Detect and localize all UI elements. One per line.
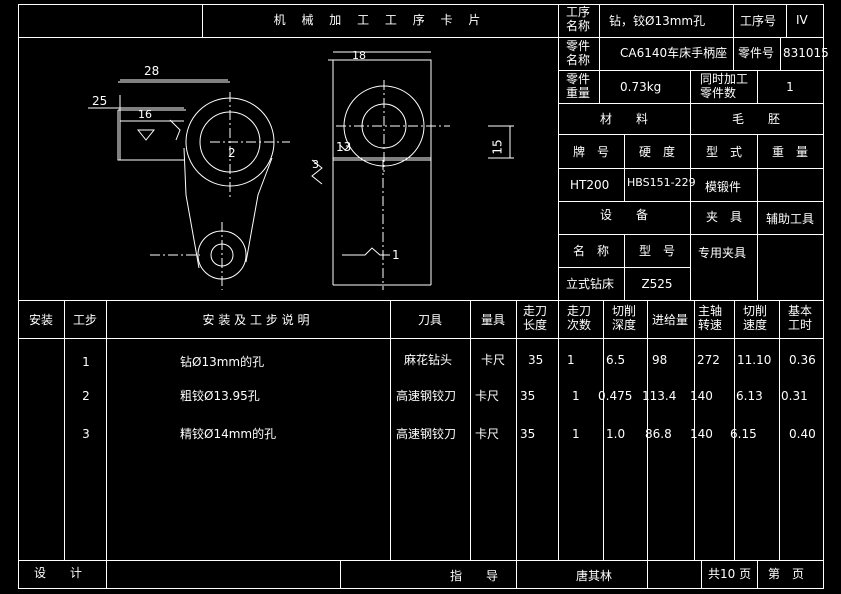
cell-tool: 高速钢铰刀 <box>396 427 457 441</box>
part-drawing-side-view <box>311 51 514 290</box>
material-label: 材 料 <box>599 112 649 126</box>
dimension-15: 15 <box>490 139 505 155</box>
blank-label: 毛 胚 <box>731 112 781 126</box>
cell-depth: 6.5 <box>606 353 626 367</box>
cell-step: 1 <box>82 355 90 369</box>
cell-stroke-length: 35 <box>520 389 536 403</box>
total-pages: 共10 页 <box>708 567 752 581</box>
op-name-label: 工序名称 <box>566 5 591 33</box>
col-base-time: 基本工时 <box>788 304 813 332</box>
cell-depth: 1.0 <box>606 427 626 441</box>
cell-base-time: 0.36 <box>789 353 816 367</box>
cell-base-time: 0.31 <box>781 389 808 403</box>
cell-speed: 272 <box>697 353 720 367</box>
dimension-16: 16 <box>138 108 152 121</box>
design-label: 设 计 <box>34 566 83 580</box>
cell-cut-speed: 6.13 <box>736 389 763 403</box>
op-name: 钻，铰Ø13mm孔 <box>609 14 706 28</box>
aux-tool-label: 辅助工具 <box>765 212 815 226</box>
part-weight: 0.73kg <box>620 80 662 94</box>
cell-desc: 粗铰Ø13.95孔 <box>180 389 260 403</box>
dimension-13: 13 <box>336 140 352 154</box>
cell-cut-speed: 11.10 <box>737 353 772 367</box>
cell-feed: 86.8 <box>645 427 672 441</box>
dimension-28: 28 <box>144 64 160 78</box>
guide-name: 唐其林 <box>576 569 613 583</box>
cell-step: 2 <box>82 389 90 403</box>
col-description: 安 装 及 工 步 说 明 <box>202 313 310 327</box>
col-feed: 进给量 <box>651 313 689 327</box>
col-stroke-count: 走刀次数 <box>567 304 592 332</box>
cell-stroke-count: 1 <box>572 389 580 403</box>
col-gauge: 量具 <box>480 313 506 327</box>
hardness-value: HBS151-229 <box>627 176 696 189</box>
cell-depth: 0.475 <box>598 389 633 403</box>
form-value: 模锻件 <box>705 180 742 194</box>
cell-stroke-length: 35 <box>528 353 544 367</box>
label-1: 1 <box>392 248 400 262</box>
cell-stroke-count: 1 <box>567 353 575 367</box>
cell-gauge: 卡尺 <box>475 427 500 441</box>
cell-speed: 140 <box>690 389 713 403</box>
hardness-label: 硬 度 <box>638 145 676 159</box>
page-label: 第 页 <box>768 567 805 581</box>
cell-speed: 140 <box>690 427 713 441</box>
cell-feed: 98 <box>652 353 668 367</box>
cell-tool: 高速钢铰刀 <box>396 389 457 403</box>
col-step: 工步 <box>72 313 98 327</box>
part-name-label: 零件名称 <box>566 39 591 67</box>
col-cut-speed: 切削速度 <box>743 304 768 332</box>
cell-cut-speed: 6.15 <box>730 427 757 441</box>
fixture-label: 夹 具 <box>705 210 743 224</box>
cell-desc: 钻Ø13mm的孔 <box>180 355 265 369</box>
cell-tool: 麻花钻头 <box>404 353 453 367</box>
fixture-value: 专用夹具 <box>698 246 747 260</box>
equip-model-value: Z525 <box>641 277 673 291</box>
grade-label: 牌 号 <box>572 145 610 159</box>
part-no: 831015 <box>783 46 829 60</box>
simultaneous-count: 1 <box>786 80 794 94</box>
col-stroke-length: 走刀长度 <box>523 304 548 332</box>
part-weight-label: 零件重量 <box>566 72 591 100</box>
col-tool: 刀具 <box>417 313 443 327</box>
part-name: CA6140车床手柄座 <box>620 46 728 60</box>
cell-stroke-count: 1 <box>572 427 580 441</box>
cell-base-time: 0.40 <box>789 427 816 441</box>
equip-name-value: 立式钻床 <box>566 277 615 291</box>
equip-model-label: 型 号 <box>638 244 676 258</box>
op-no-label: 工序号 <box>740 14 777 28</box>
col-cut-depth: 切削深度 <box>612 304 637 332</box>
op-no: IV <box>796 13 808 27</box>
dimension-25: 25 <box>92 94 108 108</box>
cell-step: 3 <box>82 427 90 441</box>
cell-desc: 精铰Ø14mm的孔 <box>180 427 277 441</box>
cell-stroke-length: 35 <box>520 427 536 441</box>
part-no-label: 零件号 <box>738 46 775 60</box>
weight-label: 重 量 <box>771 145 809 159</box>
equip-name-label: 名 称 <box>572 244 610 258</box>
cell-gauge: 卡尺 <box>475 389 500 403</box>
col-setup: 安装 <box>28 313 54 327</box>
col-spindle-speed: 主轴转速 <box>698 304 723 332</box>
dimension-18: 18 <box>352 49 366 62</box>
part-drawing-front-view <box>88 79 290 290</box>
equipment-label: 设 备 <box>599 208 649 222</box>
cell-feed: 113.4 <box>642 389 677 403</box>
label-2: 2 <box>228 146 236 160</box>
simultaneous-label: 同时加工零件数 <box>700 72 749 100</box>
guide-label: 指 导 <box>450 569 499 583</box>
label-3: 3 <box>312 158 319 171</box>
cell-gauge: 卡尺 <box>481 353 506 367</box>
grade-value: HT200 <box>570 178 610 192</box>
form-label: 型 式 <box>705 145 743 159</box>
card-title: 机 械 加 工 工 序 卡 片 <box>273 13 487 27</box>
